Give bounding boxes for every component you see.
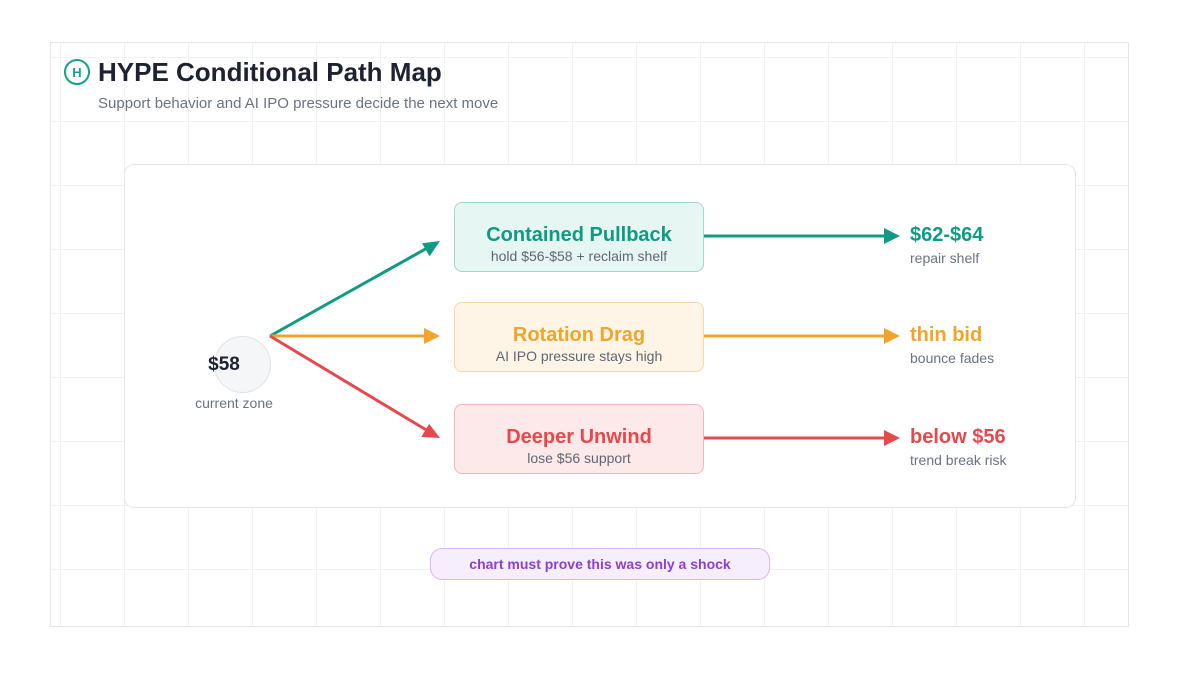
scenario-rotation-drag: Rotation Drag AI IPO pressure stays high xyxy=(454,302,704,372)
outcome-repair-shelf: $62-$64 repair shelf xyxy=(910,223,983,267)
scenario-title: Deeper Unwind xyxy=(506,426,652,448)
outcome-label: repair shelf xyxy=(910,250,980,266)
outcome-value: $62-$64 xyxy=(910,224,984,246)
origin-label: current zone xyxy=(195,395,273,411)
outcome-label: bounce fades xyxy=(910,350,995,366)
hype-logo-icon: H xyxy=(64,59,90,85)
scenario-deeper-unwind: Deeper Unwind lose $56 support xyxy=(454,404,704,474)
scenario-condition: AI IPO pressure stays high xyxy=(495,348,663,364)
outcome-thin-bid: thin bid bounce fades xyxy=(910,323,994,367)
page-title: HYPE Conditional Path Map xyxy=(98,57,442,87)
scenario-condition: lose $56 support xyxy=(527,450,631,466)
outcome-value: thin bid xyxy=(910,324,983,346)
logo-letter: H xyxy=(72,64,82,80)
outcome-label: trend break risk xyxy=(910,452,1007,468)
note-badge: chart must prove this was only a shock xyxy=(430,548,770,580)
scenario-title: Contained Pullback xyxy=(486,224,672,246)
origin-node xyxy=(214,336,271,393)
outcome-value: below $56 xyxy=(910,426,1006,448)
scenario-title: Rotation Drag xyxy=(512,324,646,346)
origin-value: $58 xyxy=(208,354,240,375)
scenario-contained-pullback: Contained Pullback hold $56-$58 + reclai… xyxy=(454,202,704,272)
outcome-below-56: below $56 trend break risk xyxy=(910,425,1006,469)
page-subtitle: Support behavior and AI IPO pressure dec… xyxy=(98,95,499,112)
scenario-condition: hold $56-$58 + reclaim shelf xyxy=(490,248,668,264)
